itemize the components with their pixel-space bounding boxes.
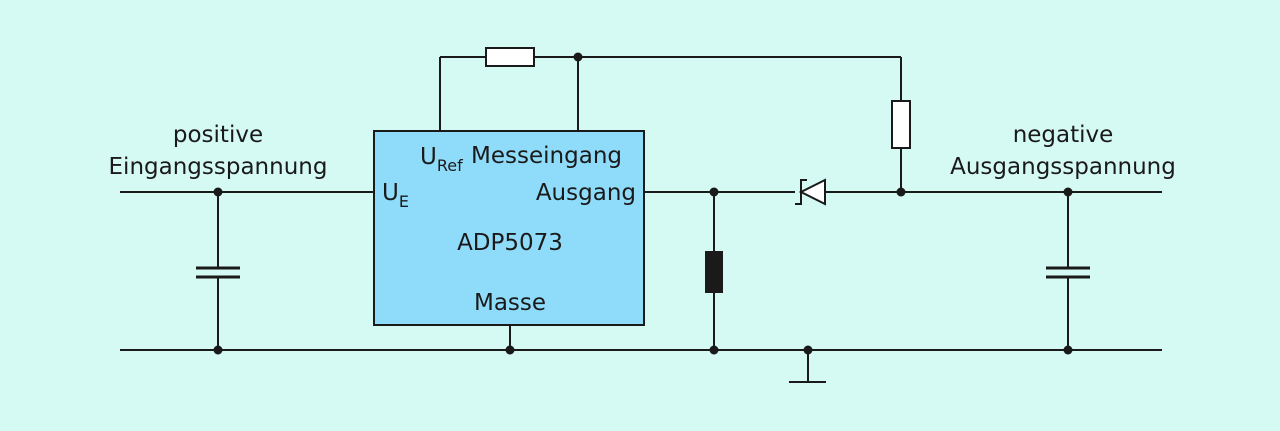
- schottky-diode: [795, 178, 826, 206]
- feedback-resistor-top: [485, 47, 535, 67]
- junction-dot: [709, 345, 719, 355]
- junction-dot: [803, 345, 813, 355]
- wires: [120, 56, 1162, 383]
- input-label-line1: positive: [173, 122, 263, 148]
- input-capacitor: [196, 266, 240, 279]
- junction-dot: [1063, 345, 1073, 355]
- junction-dot: [709, 187, 719, 197]
- output-label-line1: negative: [1013, 122, 1114, 148]
- junction-dot: [896, 187, 906, 197]
- junction-dot: [1063, 187, 1073, 197]
- ic-name: ADP5073: [457, 230, 563, 256]
- pin-ue-label: UE: [382, 180, 409, 211]
- pin-uref-label: URef: [420, 144, 463, 175]
- output-label-line2: Ausgangsspannung: [950, 154, 1176, 180]
- junction-dot: [505, 345, 515, 355]
- output-capacitor: [1046, 266, 1090, 279]
- junction-dot: [213, 187, 223, 197]
- feedback-resistor-right: [891, 100, 911, 149]
- junction-dot: [573, 52, 583, 62]
- junction-dots: [213, 52, 1073, 355]
- pin-gnd-label: Masse: [474, 290, 546, 316]
- input-label-line2: Eingangsspannung: [109, 154, 328, 180]
- pin-out-label: Ausgang: [536, 180, 636, 206]
- pin-sense-label: Messeingang: [471, 143, 622, 169]
- ic-block: [373, 130, 645, 326]
- inductor: [705, 251, 723, 293]
- junction-dot: [213, 345, 223, 355]
